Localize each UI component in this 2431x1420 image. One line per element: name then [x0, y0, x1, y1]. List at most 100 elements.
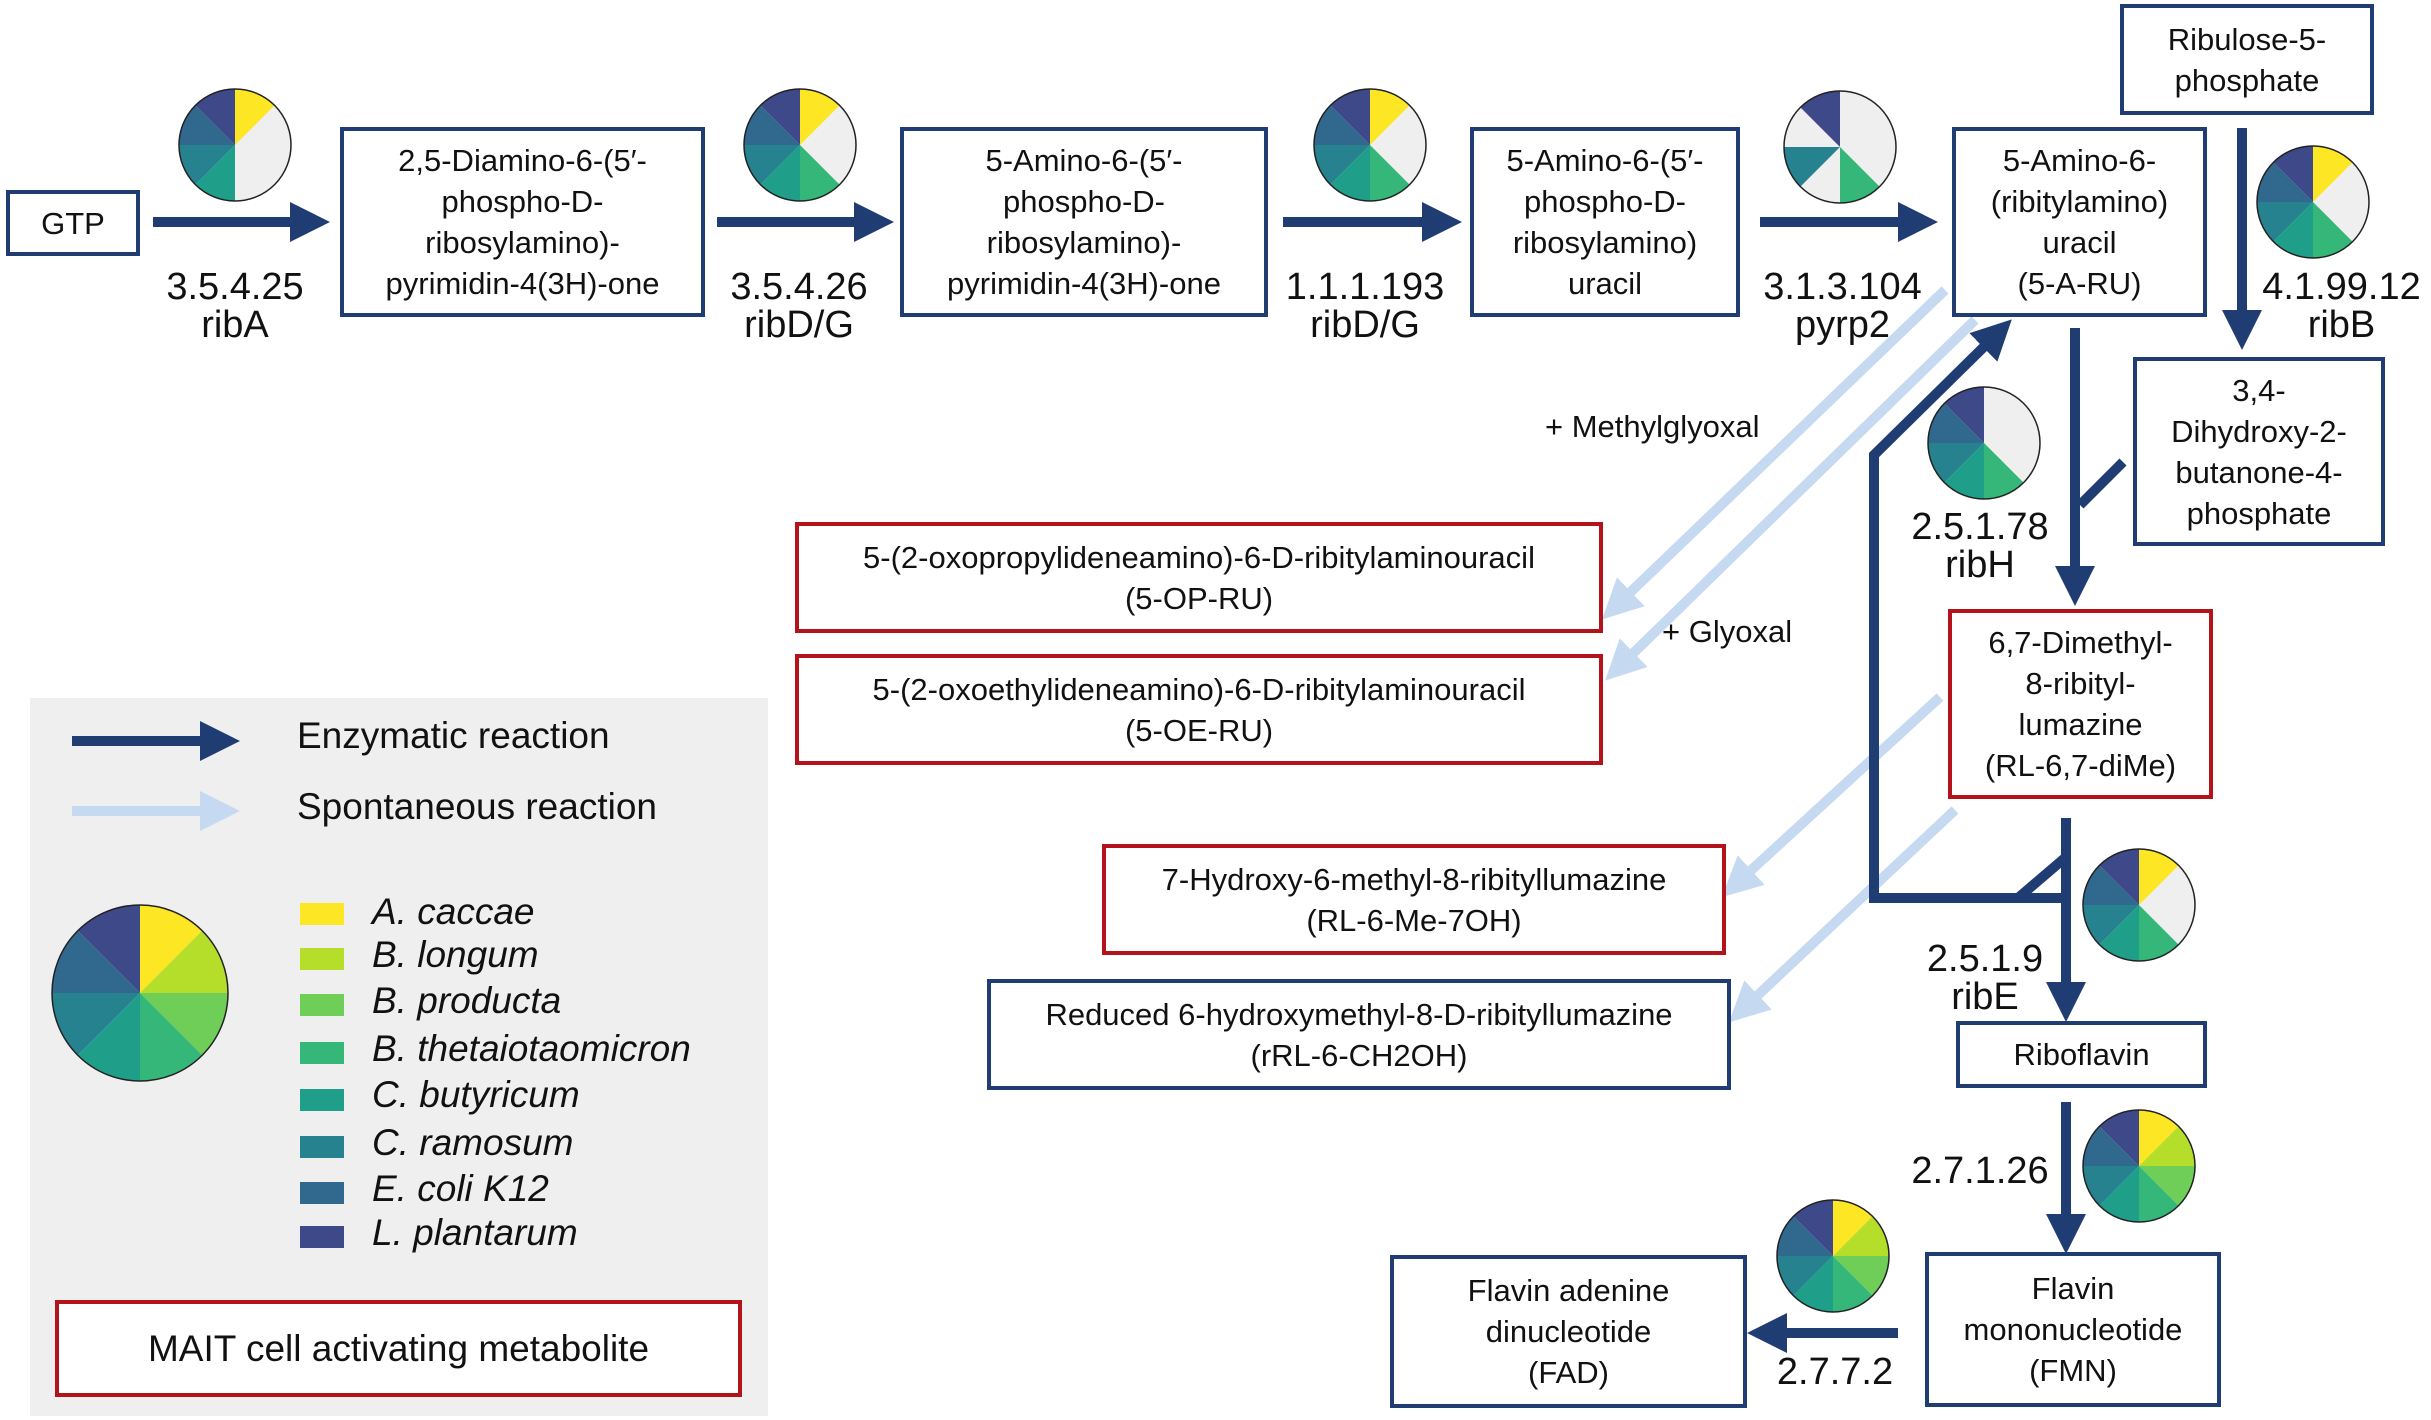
- pie-slice: [1370, 89, 1410, 145]
- pie-slice: [1840, 147, 1880, 203]
- pie-outline: [2256, 145, 2370, 259]
- pie-slice: [235, 89, 275, 145]
- pie-slice: [140, 993, 203, 1081]
- species-swatch: [300, 1182, 344, 1204]
- node-text-line: GTP: [41, 205, 105, 241]
- node-text-line: phospho-D-: [1003, 184, 1165, 219]
- node-text-line: Reduced 6-hydroxymethyl-8-D-ribityllumaz…: [1045, 996, 1673, 1032]
- legend-enzymatic-label: Enzymatic reaction: [297, 715, 610, 756]
- pie-outline: [1927, 386, 2041, 500]
- pie-slice: [1833, 1200, 1873, 1256]
- note-glyoxal: + Glyoxal: [1662, 614, 1793, 649]
- pie-ribE: [2082, 848, 2196, 962]
- node-text-line: (5-A-RU): [2017, 266, 2142, 301]
- pie-slice: [2083, 905, 2139, 945]
- node-text-line: Ribulose-5-: [2167, 21, 2327, 57]
- node-5-oe-ru: 5-(2-oxoethylideneamino)-6-D-ribitylamin…: [795, 654, 1603, 765]
- pie-slice: [2139, 1166, 2179, 1222]
- node-text-line: (FMN): [2029, 1353, 2117, 1388]
- pie-slice: [1777, 1216, 1833, 1256]
- pie-legend: [51, 904, 229, 1082]
- pie-slice: [2099, 849, 2139, 905]
- node-rl-6-me-7oh: 7-Hydroxy-6-methyl-8-ribityllumazine(RL-…: [1102, 844, 1726, 955]
- node-dhbp: 3,4-Dihydroxy-2-butanone-4-phosphate: [2133, 357, 2385, 546]
- enzyme-ribE-label: 2.5.1.9 ribE: [1910, 940, 2060, 1016]
- pie-slice: [1370, 145, 1410, 202]
- legend-spontaneous-label: Spontaneous reaction: [297, 786, 657, 827]
- species-label: C. ramosum: [372, 1122, 574, 1163]
- pie-outline: [1783, 90, 1897, 204]
- node-text-line: 8-ribityl-: [2025, 666, 2136, 701]
- pie-slice: [1984, 443, 2024, 499]
- enzyme-ribB-ec: 4.1.99.12: [2262, 266, 2421, 308]
- enzyme-fmn-kinase-label: 2.7.1.26: [1900, 1152, 2060, 1190]
- pie-slice: [77, 905, 140, 993]
- species-label: E. coli K12: [372, 1168, 549, 1209]
- pie-slice: [2257, 162, 2313, 202]
- node-text-line: 5-(2-oxopropylideneamino)-6-D-ribitylami…: [863, 539, 1535, 575]
- arrow-ribE-join: [2014, 853, 2070, 902]
- pie-slice: [52, 930, 140, 993]
- node-text-line: pyrimidin-4(3H)-one: [947, 266, 1221, 301]
- pie-slice: [2313, 202, 2353, 258]
- arrow-dml-to-rhml: [1728, 806, 1959, 1023]
- node-text-line: ribosylamino)-: [425, 225, 620, 260]
- node-text-line: uracil: [1567, 266, 1643, 301]
- node-text-line: Riboflavin: [2013, 1037, 2150, 1072]
- pie-slice: [140, 930, 229, 993]
- pie-slice: [800, 145, 840, 201]
- node-text-line: 5-Amino-6-(5′-: [985, 143, 1183, 178]
- species-label: B. longum: [372, 934, 539, 975]
- pie-slice: [1944, 443, 1984, 499]
- pie-slice: [1833, 1256, 1873, 1312]
- pie-pyrp2: [1783, 90, 1897, 204]
- pie-slice: [195, 89, 235, 145]
- node-text-line: phosphate: [2174, 62, 2320, 98]
- pie-slice: [52, 993, 140, 1056]
- enzyme-ribDG1-gene: ribD/G: [744, 304, 854, 346]
- node-rrl-6-ch2oh: Reduced 6-hydroxymethyl-8-D-ribityllumaz…: [987, 979, 1731, 1090]
- node-text-line: ribosylamino): [1512, 225, 1698, 260]
- pie-slice: [2313, 146, 2353, 202]
- node-rl-6-7-dime: 6,7-Dimethyl-8-ribityl-lumazine(RL-6,7-d…: [1948, 609, 2213, 799]
- node-amino-pyrimidine: 5-Amino-6-(5′-phospho-D-ribosylamino)-py…: [900, 127, 1268, 317]
- enzyme-ribDG2-gene: ribD/G: [1310, 304, 1420, 346]
- node-text-line: Dihydroxy-2-: [2171, 413, 2347, 449]
- pie-slice: [1784, 147, 1840, 187]
- pie-slice: [1928, 403, 1984, 443]
- enzyme-ribE-ec: 2.5.1.9: [1926, 938, 2044, 980]
- enzyme-ribB-gene: ribB: [2307, 304, 2376, 346]
- node-text-line: (5-OP-RU): [1124, 580, 1274, 616]
- enzyme-fad-synth-ec: 2.7.7.2: [1776, 1351, 1894, 1393]
- species-label: B. thetaiotaomicron: [372, 1028, 691, 1069]
- pie-slice: [800, 89, 840, 145]
- enzyme-ribA-ec: 3.5.4.25: [166, 266, 304, 308]
- node-text-line: (5-OE-RU): [1124, 712, 1274, 748]
- pie-slice: [1833, 1256, 1889, 1296]
- pie-slice: [2099, 1110, 2139, 1166]
- pie-outline: [2082, 848, 2196, 962]
- pie-ribDG2: [1313, 88, 1427, 202]
- spontaneous-arrows: [1602, 286, 1979, 1023]
- legend-mait-label: MAIT cell activating metabolite: [147, 1328, 650, 1369]
- pie-slice: [1944, 387, 1984, 443]
- pie-slice: [2083, 1126, 2139, 1166]
- node-text-line: 5-(2-oxoethylideneamino)-6-D-ribitylamin…: [872, 671, 1526, 707]
- pie-slice: [2139, 1166, 2195, 1206]
- node-text-line: phospho-D-: [441, 184, 604, 219]
- node-text-line: (FAD): [1528, 1355, 1609, 1390]
- pie-slice: [2139, 905, 2179, 961]
- node-text-line: (rRL-6-CH2OH): [1250, 1037, 1468, 1073]
- species-swatch: [300, 1042, 344, 1064]
- enzyme-ribH-ec: 2.5.1.78: [1911, 506, 2049, 548]
- note-methylglyoxal: + Methylglyoxal: [1545, 409, 1760, 444]
- pie-slice: [1330, 89, 1370, 145]
- pie-slice: [1314, 145, 1370, 185]
- pie-outline: [178, 88, 292, 202]
- pie-slice: [1314, 105, 1370, 145]
- species-label: C. butyricum: [372, 1074, 580, 1115]
- enzyme-ribA-gene: ribA: [201, 304, 269, 346]
- node-text-line: (RL-6,7-diMe): [1984, 748, 2177, 783]
- enzyme-pyrp2-gene: pyrp2: [1794, 304, 1891, 346]
